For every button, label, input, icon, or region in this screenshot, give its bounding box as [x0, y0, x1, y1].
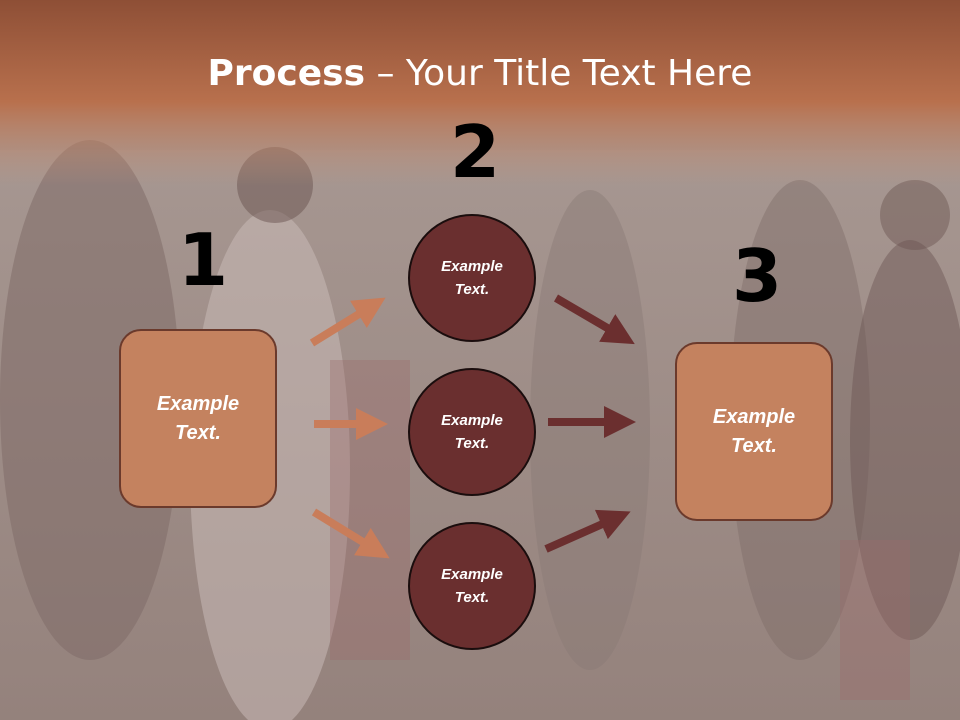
circle-middle-line1: Example: [441, 412, 503, 429]
circle-top-line1: Example: [441, 258, 503, 275]
arrow-box-to-circle-bottom: [311, 508, 390, 559]
box-1-line1: Example: [156, 392, 240, 415]
step-number-3: 3: [732, 234, 783, 318]
arrow-box-to-circle-top: [309, 297, 386, 347]
title-bold: Process: [207, 53, 366, 94]
title-rest: – Your Title Text Here: [365, 53, 753, 94]
circle-bottom-line2: Text.: [454, 589, 490, 606]
box-1-line2: Text.: [175, 421, 221, 444]
arrow-circle-bottom-to-box: [544, 509, 631, 553]
box-3-line1: Example: [712, 405, 796, 428]
step-number-2: 2: [450, 110, 501, 194]
arrow-circle-top-to-box: [553, 294, 635, 345]
slide-title: Process – Your Title Text Here: [0, 52, 960, 96]
circle-bottom-line1: Example: [441, 566, 503, 583]
circle-top-line2: Text.: [454, 281, 490, 298]
circle-middle-line2: Text.: [454, 435, 490, 452]
step-number-1: 1: [178, 218, 229, 302]
box-3-line2: Text.: [731, 434, 777, 457]
